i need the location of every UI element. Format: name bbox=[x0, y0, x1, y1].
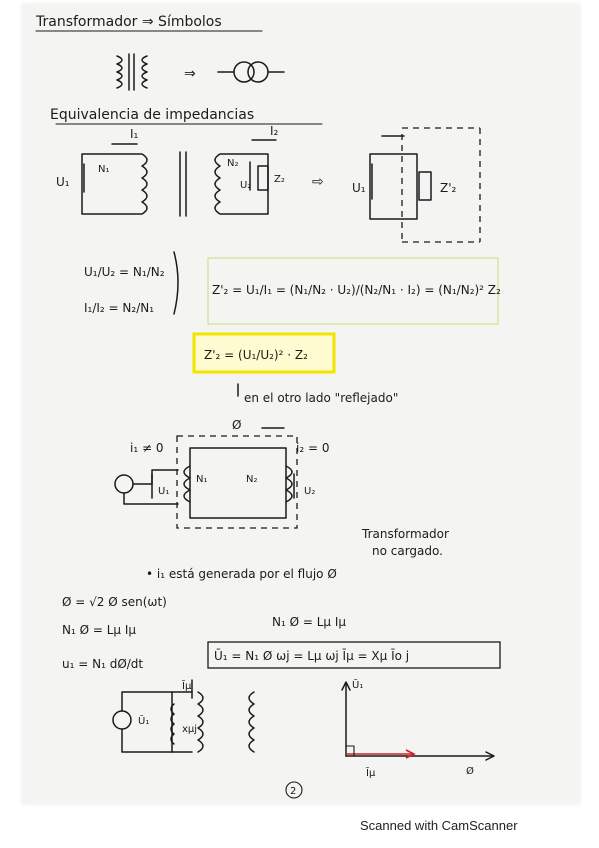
page-number: 2 bbox=[290, 786, 296, 797]
ratio-u: U₁/U₂ = N₁/N₂ bbox=[84, 265, 165, 279]
label-phi-phasor: Ø bbox=[466, 765, 474, 777]
eq-n1phi-right: N₁ Ø = Lμ Iμ bbox=[272, 615, 346, 629]
label-n2-unloaded: N₂ bbox=[246, 474, 258, 485]
label-i1-nonzero: i₁ ≠ 0 bbox=[130, 441, 163, 455]
equivalent-circuit bbox=[369, 127, 481, 243]
title-transformer: Transformador ⇒ Símbolos bbox=[35, 14, 222, 30]
label-u1-phasor: Ū₁ bbox=[352, 678, 363, 691]
label-phi: Ø bbox=[232, 418, 241, 432]
label-u2-unloaded: U₂ bbox=[304, 486, 315, 497]
flux-note: • i₁ está generada por el flujo Ø bbox=[146, 567, 337, 581]
label-z2prime: Z'₂ bbox=[440, 181, 457, 195]
label-imu-mag: Īμ bbox=[182, 679, 192, 692]
label-xmuj: xμj bbox=[182, 724, 197, 735]
page-number-circle bbox=[285, 781, 303, 799]
reflected-note: en el otro lado "reflejado" bbox=[244, 391, 398, 405]
brace bbox=[173, 251, 179, 315]
title-impedance: Equivalencia de impedancias bbox=[50, 107, 254, 123]
eq-u1: u₁ = N₁ dØ/dt bbox=[62, 657, 143, 671]
boxed-formula: Z'₂ = (U₁/U₂)² · Z₂ bbox=[204, 348, 308, 362]
label-i2: I₂ bbox=[270, 124, 279, 138]
transformer-circuit-left bbox=[81, 139, 277, 217]
derivation-highlight bbox=[207, 257, 499, 325]
handwritten-notes: Transformador ⇒ Símbolos ⇒ Equivalencia … bbox=[35, 14, 501, 799]
label-i1: I₁ bbox=[130, 127, 139, 141]
label-u1-eq: U₁ bbox=[352, 181, 366, 195]
boxed-eq-frame bbox=[207, 641, 501, 669]
label-u1: U₁ bbox=[56, 175, 70, 189]
phasor-diagram bbox=[341, 681, 495, 761]
unloaded-transformer bbox=[114, 427, 298, 529]
label-u2: U₂ bbox=[240, 180, 251, 191]
label-u1-unloaded: U₁ bbox=[158, 486, 169, 497]
implies-arrow: ⇒ bbox=[184, 66, 196, 82]
label-u1-mag: Ū₁ bbox=[138, 714, 149, 727]
magnetizing-circuit bbox=[112, 679, 255, 753]
eq-flux: Ø = √2 Ø sen(ωt) bbox=[62, 595, 167, 609]
z-derivation: Z'₂ = U₁/I₁ = (N₁/N₂ · U₂)/(N₂/N₁ · I₂) … bbox=[212, 283, 501, 297]
label-z2: Z₂ bbox=[274, 174, 285, 185]
boxed-formula-frame bbox=[192, 332, 336, 374]
eq-n1phi: N₁ Ø = Lμ Iμ bbox=[62, 623, 136, 637]
label-n2: N₂ bbox=[227, 158, 239, 169]
ratio-i: I₁/I₂ = N₂/N₁ bbox=[84, 301, 154, 315]
transformer-symbol-circles bbox=[217, 61, 285, 83]
scanner-footer: Scanned with CamScanner bbox=[360, 818, 518, 833]
transformer-symbol-cores bbox=[116, 53, 148, 91]
label-imu-phasor: Īμ bbox=[366, 766, 376, 779]
label-i2-zero: i₂ = 0 bbox=[296, 441, 329, 455]
scanned-page: Transformador ⇒ Símbolos ⇒ Equivalencia … bbox=[22, 4, 580, 804]
label-n1: N₁ bbox=[98, 164, 110, 175]
arrow-right: ⇨ bbox=[312, 174, 324, 190]
boxed-eq: Ū₁ = N₁ Ø ωj = Lμ ωj Īμ = Xμ Īo j bbox=[214, 649, 409, 663]
label-n1-unloaded: N₁ bbox=[196, 474, 208, 485]
unloaded-note-1: Transformador bbox=[361, 527, 449, 541]
unloaded-note-2: no cargado. bbox=[372, 544, 443, 558]
